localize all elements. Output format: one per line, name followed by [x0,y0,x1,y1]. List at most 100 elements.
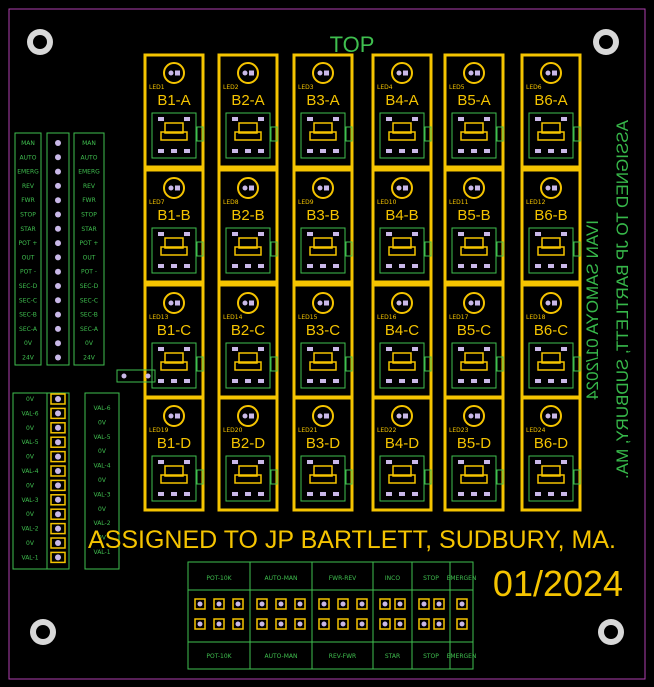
module-label: B5-C [457,322,491,339]
header-pin [55,182,61,189]
header-pin-label: SEC-D [80,283,99,290]
terminal-label-bottom: STOP [423,653,439,660]
module-label: B3-D [306,435,340,452]
terminal-pad [379,598,391,610]
led-label: LED17 [449,314,469,321]
led-label: LED1 [149,84,165,91]
led-icon [540,405,562,427]
date-text: 01/2024 [493,563,623,604]
terminal-label-top: AUTO-MAN [265,575,298,582]
terminal-label-bottom: REV-FWR [329,653,356,660]
relay-footprint [225,227,278,274]
mirrored-side-text: ASSIGNED TO JP BARTLETT, SUDBURY, MA. [613,120,632,479]
header-pin-label: OUT [83,254,96,261]
mirrored-date-text: IVAN SAMOYA 01/2024 [583,220,602,400]
relay-footprint [300,227,353,274]
terminal-pad [418,598,430,610]
relay-footprint [528,227,581,274]
led-icon [163,405,185,427]
terminal-pad [418,618,430,630]
module-label: B2-C [231,322,265,339]
val-pin [55,554,61,561]
terminal-pad [356,618,368,630]
val-pin [55,453,61,460]
led-icon [312,405,334,427]
led-label: LED2 [223,84,239,91]
header-pin [55,254,61,261]
header-pin-label: POT + [80,240,99,247]
terminal-pad [337,618,349,630]
mounting-hole-top-right [593,29,619,55]
relay-footprint [225,112,278,159]
led-label: LED10 [377,199,397,206]
led-icon [312,292,334,314]
terminal-label-top: STOP [423,575,439,582]
relay-footprint [225,455,278,502]
module-label: B1-D [157,435,191,452]
led-icon [237,62,259,84]
val-pin-label: VAL-3 [21,497,38,504]
header-pin [55,140,61,146]
terminal-pad [232,618,244,630]
led-label: LED15 [298,314,318,321]
relay-footprint [451,455,504,502]
terminal-pad [318,598,330,610]
header-pin-label: EMERG [78,169,100,176]
led-label: LED9 [298,199,314,206]
led-icon [237,177,259,199]
relay-footprint [300,455,353,502]
terminal-pad [337,598,349,610]
val-pin [55,525,61,532]
header-pin-label: MAN [21,140,35,147]
relay-footprint [225,342,278,389]
module-label: B1-A [157,92,190,109]
led-icon [163,62,185,84]
led-label: LED13 [149,314,169,321]
val-pin-label: VAL-2 [93,520,110,527]
terminal-label-top: EMERGEN [447,575,477,582]
val-pin [55,482,61,489]
led-label: LED4 [377,84,393,91]
led-icon [312,177,334,199]
relay-footprint [151,342,204,389]
header-pin-label: SEC-B [19,312,37,319]
led-icon [540,292,562,314]
mounting-hole-bottom-left [30,619,56,645]
val-pin-label: 0V [98,506,107,513]
val-pin [55,468,61,474]
header-pin [55,211,61,218]
terminal-pad [379,618,391,630]
module-label: B2-D [231,435,265,452]
val-pin-label: 0V [98,535,107,542]
header-pin [55,225,61,232]
header-pin-label: 24V [83,355,96,362]
val-pin [55,424,61,431]
module-label: B6-C [534,322,568,339]
header-pin-label: SEC-B [80,312,98,319]
terminal-pad [294,618,306,630]
val-pin-label: VAL-6 [93,405,110,412]
header-pin [55,354,61,361]
val-pin [55,496,61,503]
header-pin-label: MAN [82,140,96,147]
header-pin-label: STAR [20,226,35,233]
terminal-pad [433,598,445,610]
header-pin-label: AUTO [20,154,37,161]
header-pin [55,240,61,247]
val-pin-label: VAL-1 [93,549,110,556]
header-pin-label: OUT [22,254,35,261]
relay-footprint [528,455,581,502]
